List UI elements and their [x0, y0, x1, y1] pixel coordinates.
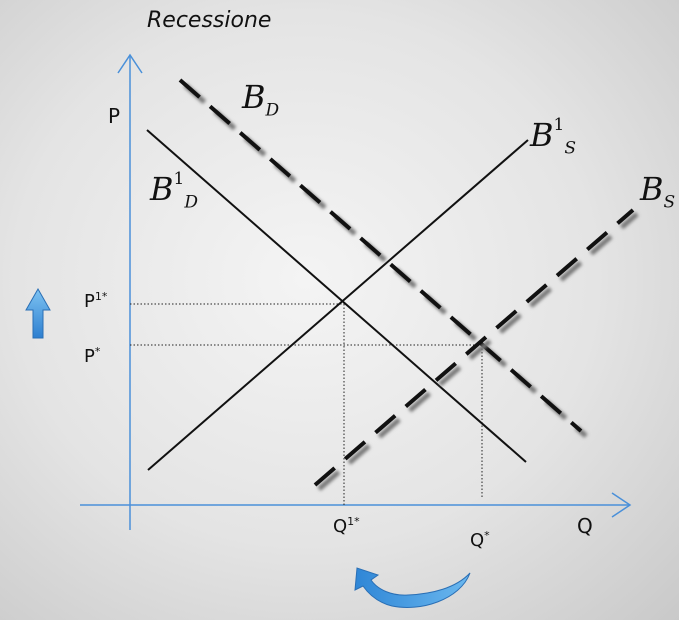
p1-tick-label: P1* — [84, 290, 108, 312]
curved-arrow-icon — [354, 567, 471, 608]
q1-tick-label: Q1* — [333, 515, 360, 537]
p-tick-label: P* — [84, 345, 101, 367]
b1d-label: B1D — [150, 169, 198, 213]
guide-lines — [130, 303, 483, 505]
up-arrow-icon — [25, 287, 51, 339]
y-axis-label: P — [108, 104, 121, 128]
x-axis-label: Q — [577, 514, 593, 538]
bd-label: BD — [242, 78, 280, 121]
chart-title: Recessione — [147, 8, 272, 33]
b1s-curve — [147, 139, 529, 471]
q-tick-label: Q* — [470, 529, 490, 551]
bs-curve — [313, 208, 639, 491]
b1d-curve — [146, 129, 527, 463]
x-axis — [80, 492, 632, 518]
bs-label: BS — [640, 170, 676, 213]
y-axis — [117, 53, 143, 530]
bd-curve — [178, 78, 588, 438]
b1s-label: B1S — [530, 115, 576, 159]
